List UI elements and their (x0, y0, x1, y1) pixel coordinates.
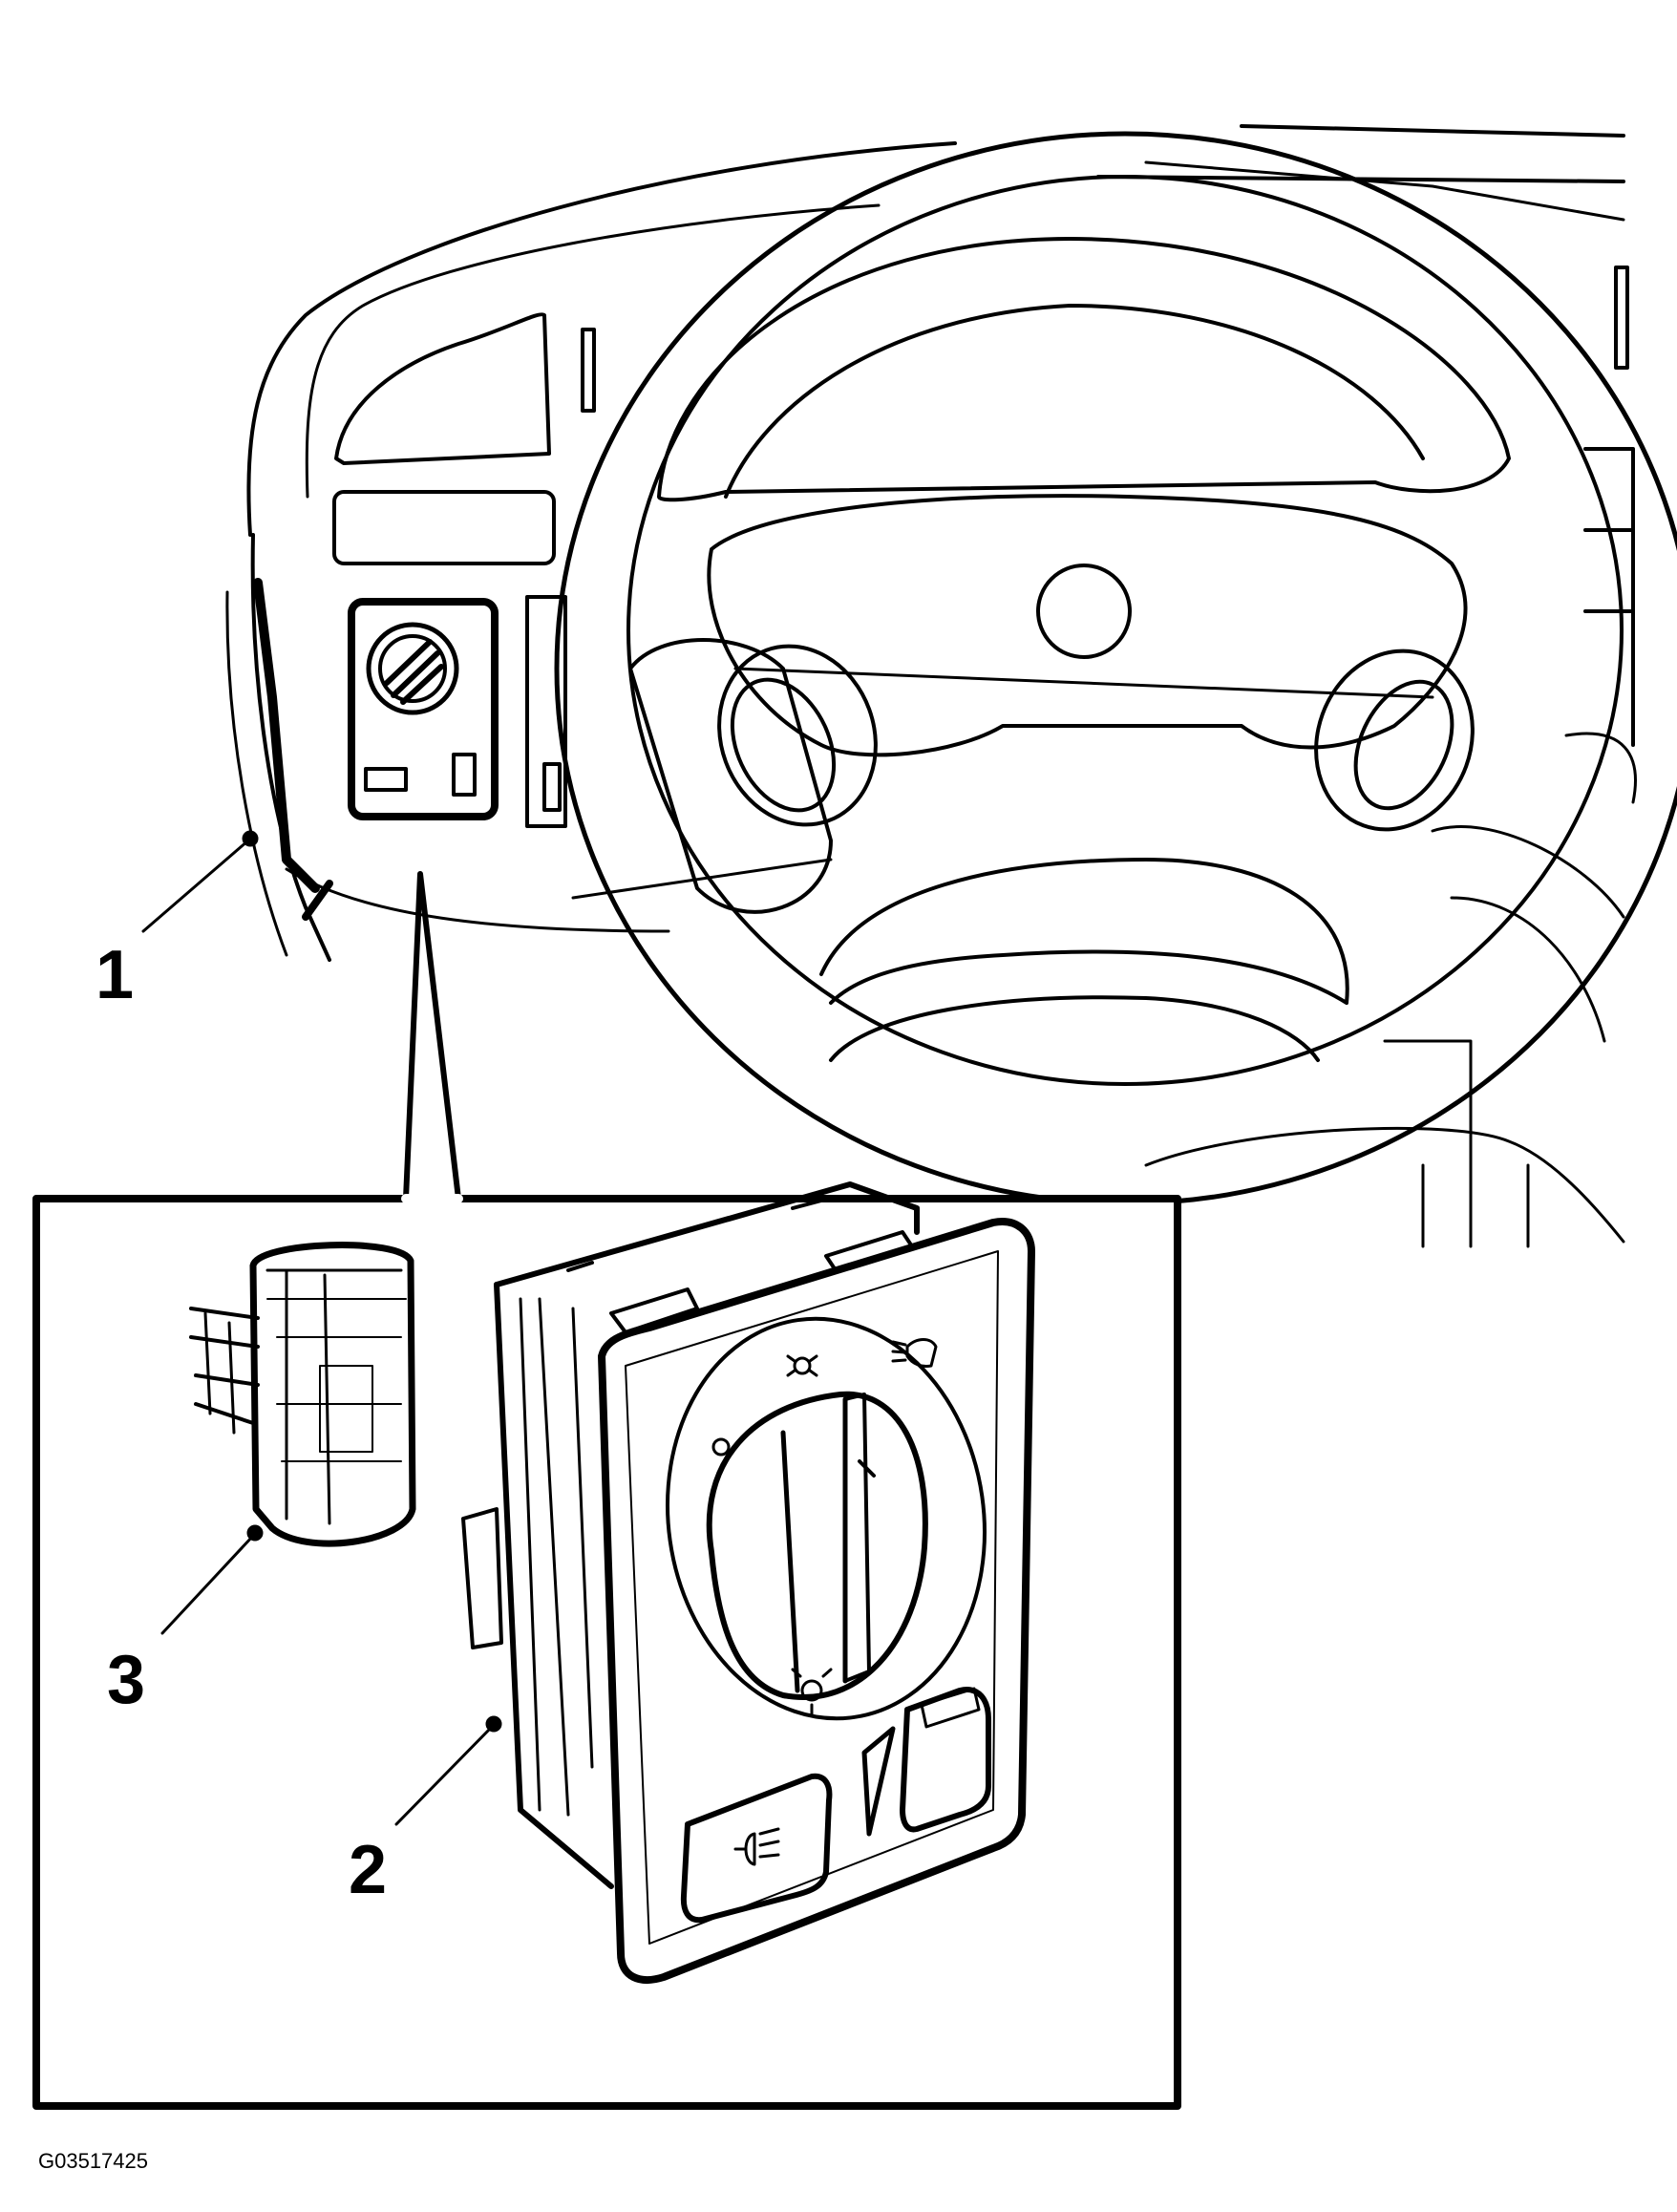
inset-leader (403, 871, 461, 1202)
callout-2: 2 (349, 1832, 388, 1908)
fog-light-icon (733, 1827, 780, 1866)
rocker-button (900, 1687, 991, 1833)
figure-id: G03517425 (38, 2149, 148, 2173)
off-position-icon (711, 1437, 731, 1457)
callout-3: 3 (107, 1642, 146, 1718)
headlight-icon (891, 1338, 938, 1368)
dashboard-outline (225, 124, 1635, 1248)
wiring-connector (189, 1242, 416, 1547)
parking-light-icon (786, 1354, 818, 1377)
fog-light-button (680, 1773, 833, 1924)
steering-wheel (554, 131, 1677, 1206)
callout-1: 1 (96, 937, 135, 1013)
callout-leaders (141, 830, 502, 1826)
light-switch-module (461, 1181, 1035, 1984)
instrument-light-icon (791, 1668, 833, 1716)
